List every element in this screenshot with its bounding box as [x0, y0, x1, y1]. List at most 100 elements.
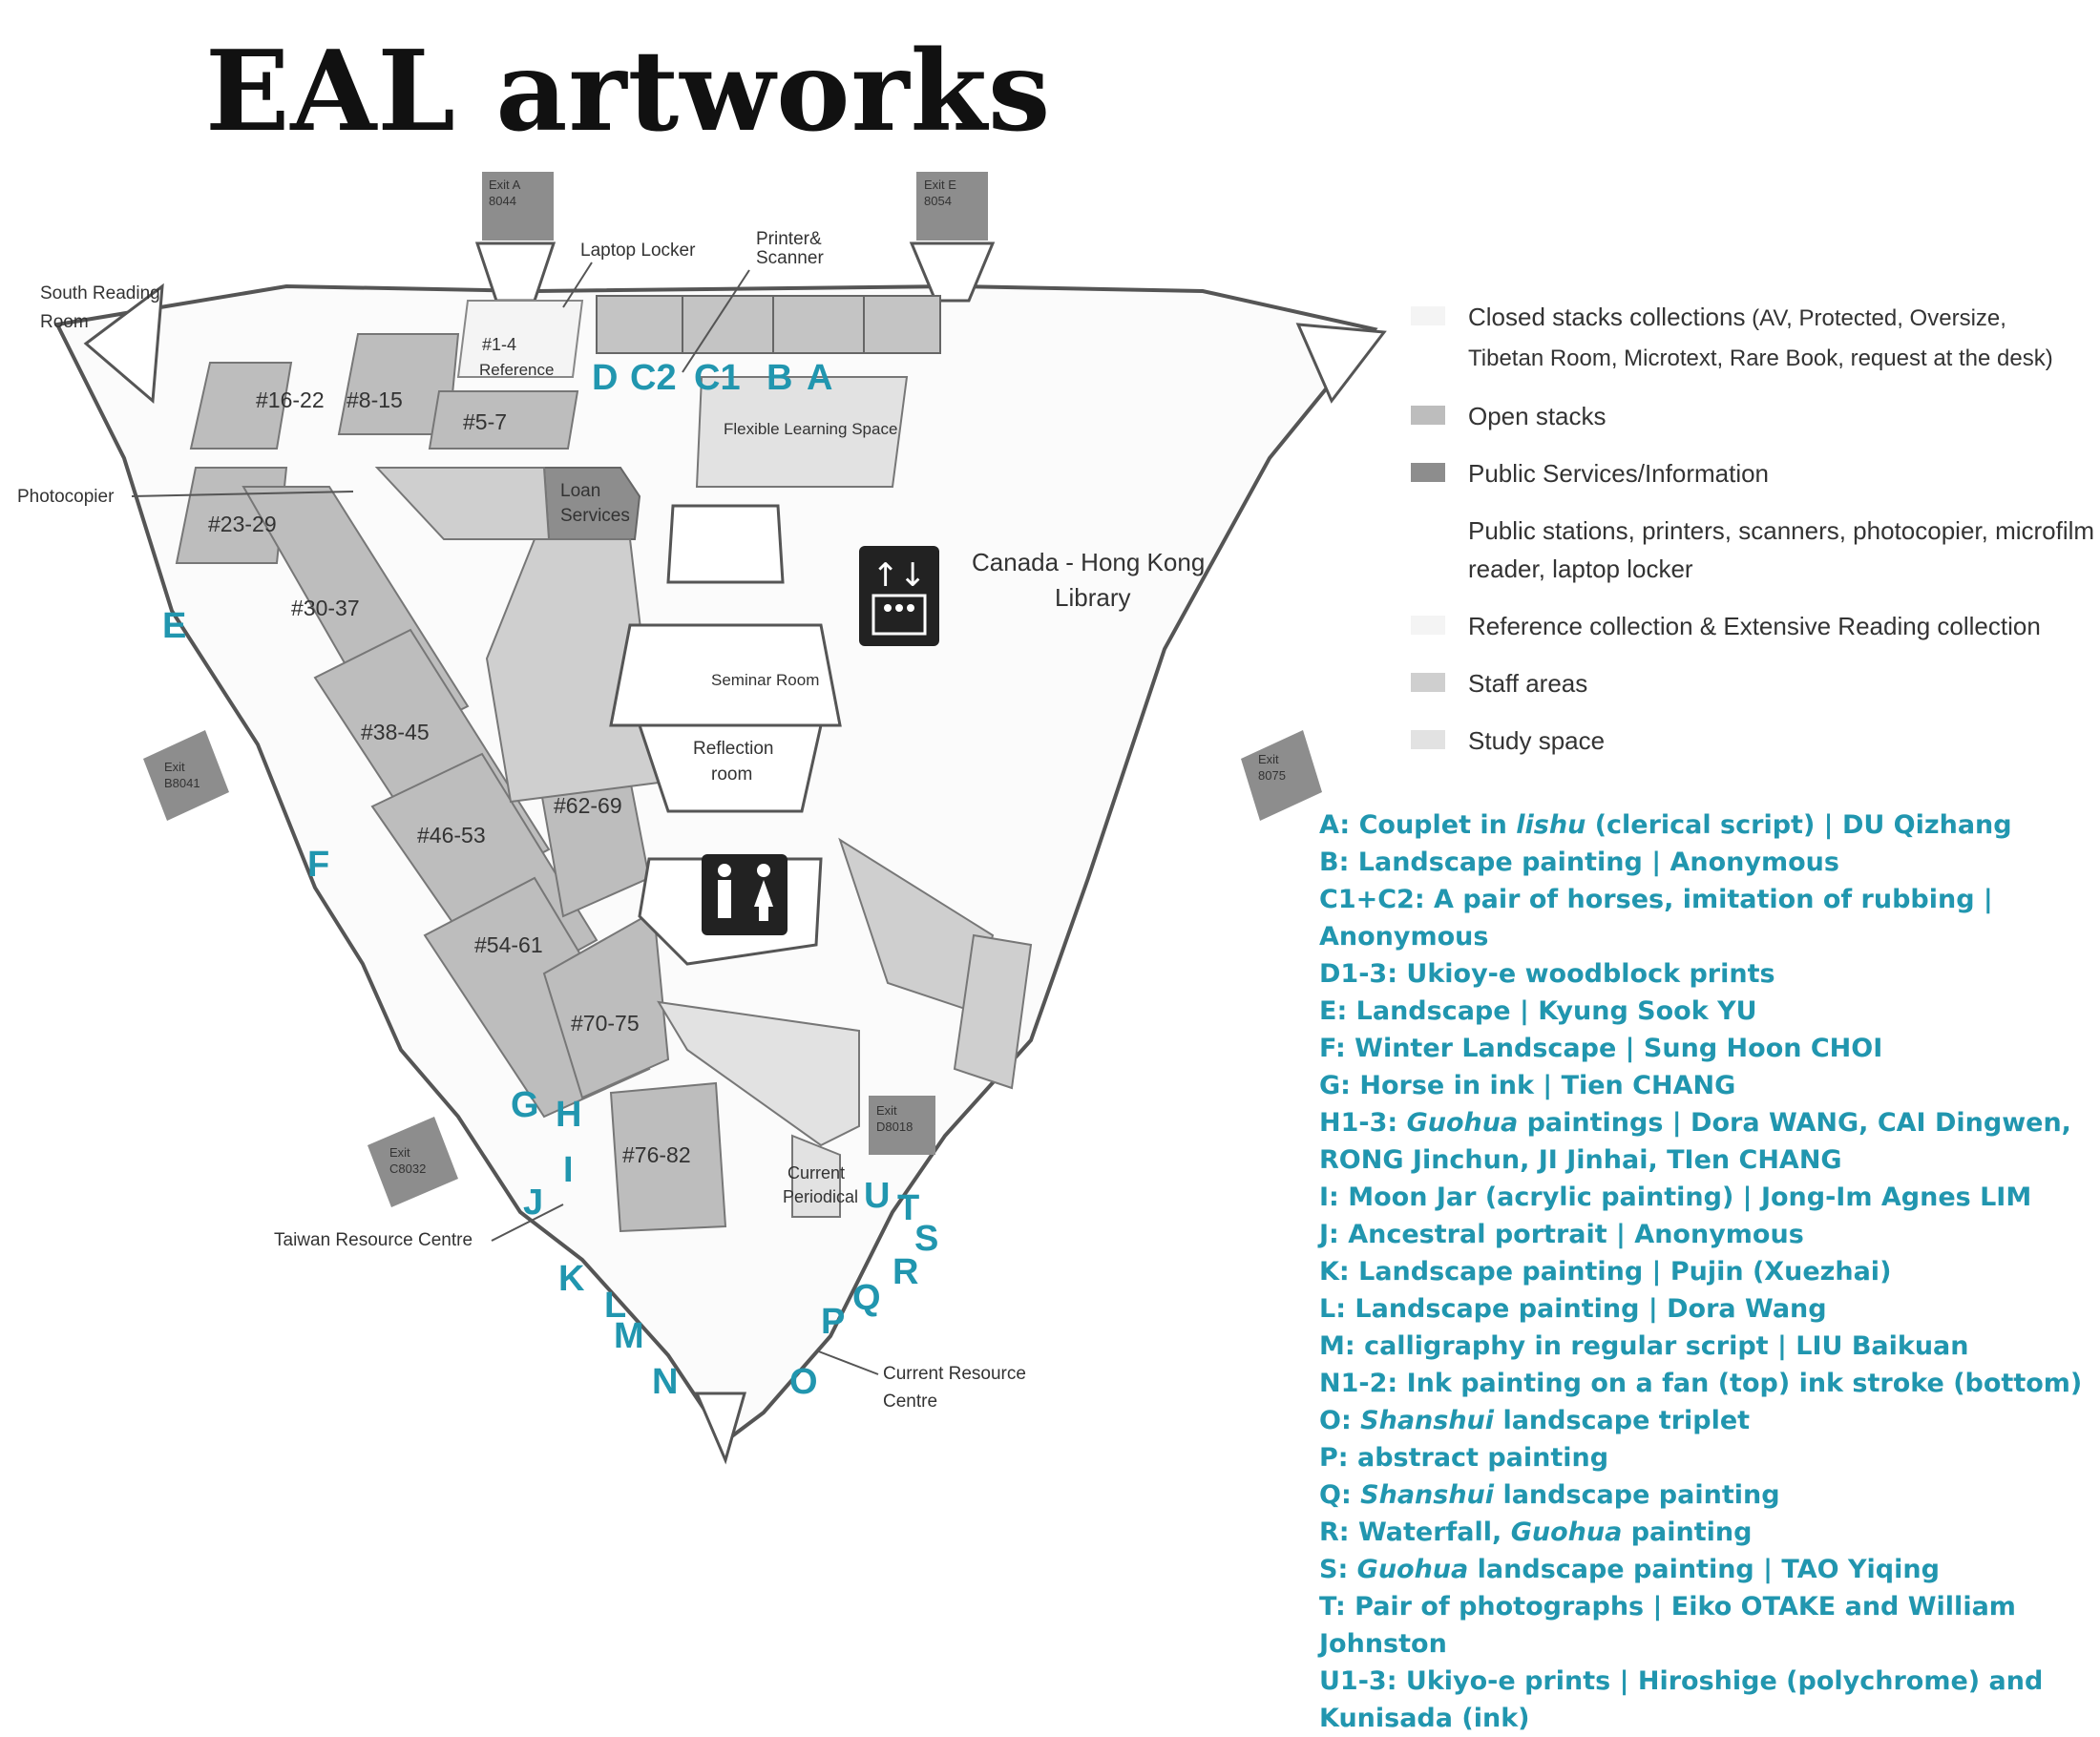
marker-d[interactable]: D — [592, 358, 618, 398]
legend-swatch-closed-stacks — [1411, 306, 1445, 325]
reference-range-label: #1-4 — [482, 335, 516, 354]
section-76-82: #76-82 — [622, 1142, 691, 1167]
marker-u[interactable]: U — [864, 1176, 890, 1216]
east-corner-wing — [1295, 323, 1387, 404]
marker-e[interactable]: E — [162, 606, 186, 646]
library-name-1: Canada - Hong Kong — [972, 548, 1205, 576]
artwork-l: L: Landscape painting | Dora Wang — [1319, 1294, 1827, 1324]
exit-d-code: D8018 — [876, 1120, 913, 1134]
marker-f[interactable]: F — [307, 845, 329, 885]
marker-g[interactable]: G — [511, 1085, 539, 1125]
marker-c1[interactable]: C1 — [694, 358, 741, 398]
marker-b[interactable]: B — [766, 358, 792, 398]
marker-k[interactable]: K — [558, 1259, 585, 1299]
marker-l[interactable]: L — [604, 1286, 626, 1326]
marker-a[interactable]: A — [807, 358, 832, 398]
flexible-learning-label: Flexible Learning Space — [724, 420, 897, 438]
legend-study: Study space — [1411, 722, 2098, 760]
marker-p[interactable]: P — [821, 1302, 845, 1342]
exit-c-code: C8032 — [389, 1161, 426, 1176]
exit-a[interactable]: Exit A 8044 — [474, 172, 556, 303]
marker-h[interactable]: H — [556, 1095, 581, 1135]
legend-swatch-public-stations — [1411, 520, 1445, 539]
artwork-h: H1-3: Guohua paintings | Dora WANG, CAI … — [1319, 1108, 2071, 1175]
legend-swatch-public-services — [1411, 463, 1445, 482]
legend-open-stacks: Open stacks — [1411, 397, 2098, 435]
reflection-room-label-2: room — [711, 764, 752, 785]
section-30-37: #30-37 — [291, 596, 360, 620]
section-23-29: #23-29 — [208, 512, 277, 536]
current-resource-label-1: Current Resource — [883, 1364, 1026, 1384]
marker-n[interactable]: N — [652, 1362, 678, 1402]
exit-c8032[interactable]: Exit C8032 — [368, 1117, 458, 1207]
south-corner-wing — [694, 1392, 746, 1465]
exit-a-code: 8044 — [489, 194, 516, 208]
exit-b-code: B8041 — [164, 776, 200, 790]
marker-q[interactable]: Q — [852, 1278, 881, 1318]
marker-c2[interactable]: C2 — [630, 358, 677, 398]
loan-services-area[interactable]: Loan Services — [542, 467, 641, 540]
marker-j[interactable]: J — [523, 1182, 543, 1223]
legend-reference: Reference collection & Extensive Reading… — [1411, 607, 2098, 645]
study-space — [657, 376, 909, 1218]
marker-t[interactable]: T — [897, 1188, 919, 1228]
artwork-n: N1-2: Ink painting on a fan (top) ink st… — [1319, 1369, 2083, 1398]
south-reading-label-2: Room — [40, 312, 89, 332]
laptop-locker-label: Laptop Locker — [580, 241, 696, 261]
exit-b8041[interactable]: Exit B8041 — [143, 730, 229, 821]
artwork-m: M: calligraphy in regular script | LIU B… — [1319, 1331, 1969, 1361]
section-16-22: #16-22 — [256, 387, 325, 412]
exit-e-code: 8054 — [924, 194, 952, 208]
reflection-room-label-1: Reflection — [693, 739, 774, 759]
artwork-q: Q: Shanshui landscape painting — [1319, 1480, 1780, 1510]
artwork-p: P: abstract painting — [1319, 1443, 1609, 1473]
legend-public-stations-label: Public stations, printers, scanners, pho… — [1468, 516, 2095, 583]
artwork-r: R: Waterfall, Guohua painting — [1319, 1517, 1753, 1547]
artwork-e: E: Landscape | Kyung Sook YU — [1319, 996, 1757, 1026]
loan-label-1: Loan — [560, 481, 600, 501]
seminar-room-label: Seminar Room — [711, 671, 819, 689]
marker-r[interactable]: R — [892, 1252, 918, 1292]
artwork-k: K: Landscape painting | Pujin (Xuezhai) — [1319, 1257, 1892, 1287]
marker-o[interactable]: O — [789, 1362, 818, 1402]
legend-staff: Staff areas — [1411, 664, 2098, 702]
reference-area — [456, 300, 584, 378]
legend-swatch-study — [1411, 730, 1445, 749]
exit-a-label: Exit A — [489, 178, 521, 192]
floor-map: Exit A 8044 Exit E 8054 Exit B8041 Exit … — [17, 172, 1387, 1465]
elevator-icon[interactable]: ↑↓ — [859, 546, 939, 646]
artwork-b: B: Landscape painting | Anonymous — [1319, 848, 1839, 877]
section-38-45: #38-45 — [361, 720, 430, 744]
artwork-c: C1+C2: A pair of horses, imitation of ru… — [1319, 885, 1993, 952]
artwork-f: F: Winter Landscape | Sung Hoon CHOI — [1319, 1034, 1883, 1063]
legend-swatch-staff — [1411, 673, 1445, 692]
restroom-icon[interactable] — [702, 854, 788, 935]
legend-closed-stacks-label: Closed stacks collections — [1468, 303, 1746, 331]
marker-i[interactable]: I — [563, 1150, 574, 1190]
printer-label-2: Scanner — [756, 248, 824, 268]
artwork-s: S: Guohua landscape painting | TAO Yiqin… — [1319, 1555, 1940, 1584]
current-periodical-label-2: Periodical — [783, 1187, 858, 1206]
photocopier-label: Photocopier — [17, 487, 115, 507]
legend-closed-stacks-detail-2: Tibetan Room, Microtext, Rare Book, requ… — [1468, 345, 2053, 371]
exit-east-code: 8075 — [1258, 768, 1286, 783]
marker-s[interactable]: S — [914, 1219, 938, 1259]
north-stacks-bays — [596, 295, 941, 354]
section-8-15: #8-15 — [346, 387, 403, 412]
artwork-g: G: Horse in ink | Tien CHANG — [1319, 1071, 1736, 1100]
exit-e[interactable]: Exit E 8054 — [909, 172, 996, 303]
south-reading-label-1: South Reading — [40, 283, 160, 303]
legend-closed-stacks: Closed stacks collections (AV, Protected… — [1411, 298, 2098, 378]
exit-8075[interactable]: Exit 8075 — [1241, 730, 1322, 821]
exit-d8018[interactable]: Exit D8018 — [869, 1096, 935, 1155]
legend-swatch-reference — [1411, 616, 1445, 635]
marker-m[interactable]: M — [614, 1316, 644, 1356]
library-name-2: Library — [1055, 583, 1130, 612]
artwork-d: D1-3: Ukioy-e woodblock prints — [1319, 959, 1775, 989]
legend-open-stacks-label: Open stacks — [1468, 402, 1606, 430]
exit-d-label: Exit — [876, 1103, 897, 1118]
legend-swatch-open-stacks — [1411, 406, 1445, 425]
artwork-u: U1-3: Ukiyo-e prints | Hiroshige (polych… — [1319, 1666, 2044, 1733]
exit-c-label: Exit — [389, 1145, 410, 1160]
legend-public-services-label: Public Services/Information — [1468, 459, 1770, 488]
